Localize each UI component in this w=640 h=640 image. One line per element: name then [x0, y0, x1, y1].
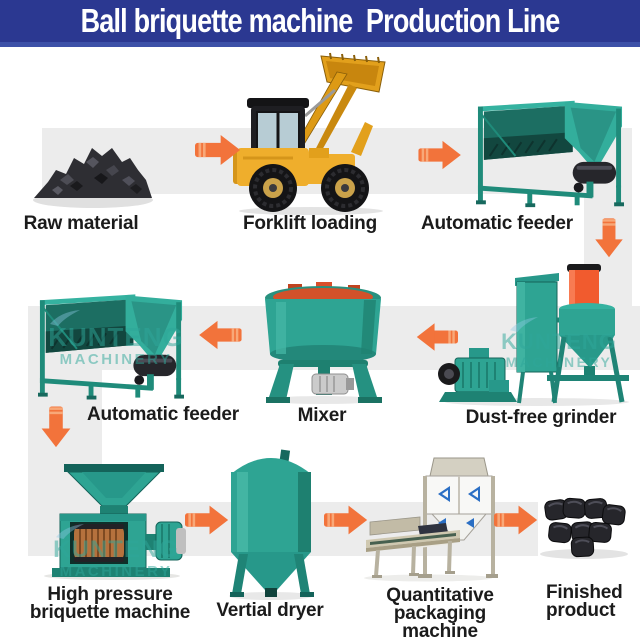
station-raw-material	[30, 118, 156, 210]
station-dust-free-grinder	[437, 262, 633, 407]
watermark-kunteng: KUNTENG MACHINERY	[42, 524, 190, 579]
flow-arrow-right-icon	[418, 140, 462, 170]
flow-arrow-left-icon	[198, 320, 242, 350]
flow-arrow-right-icon	[324, 504, 368, 536]
station-forklift-loading	[233, 52, 393, 215]
label-mixer: Mixer	[297, 405, 347, 426]
page-title: Ball briquette machine Production Line	[80, 2, 561, 39]
label-high-pressure-briquette-machine: High pressure briquette machine	[29, 584, 191, 623]
swoosh-icon	[56, 524, 84, 539]
label-dust-free-grinder: Dust-free grinder	[465, 407, 617, 428]
flow-arrow-left-icon	[416, 322, 458, 352]
finished-product-image	[540, 497, 628, 559]
station-automatic-feeder-1	[476, 98, 624, 208]
flow-arrow-right-icon	[494, 504, 538, 536]
label-quantitative-packaging-machine: Quantitative packaging machine	[386, 585, 494, 640]
swoosh-icon	[510, 317, 538, 332]
watermark-kunteng: KUNTENG MACHINERY	[36, 310, 196, 367]
station-finished-product	[538, 496, 630, 560]
station-vertial-dryer	[222, 440, 320, 600]
label-forklift-loading: Forklift loading	[242, 213, 377, 234]
watermark-kunteng: KUNTENG MACHINERY	[496, 317, 622, 369]
station-mixer	[262, 282, 384, 404]
flow-arrow-right-icon	[185, 504, 229, 536]
raw-material-image	[33, 148, 153, 208]
title-banner-underline	[0, 42, 640, 47]
flow-arrow-down-icon	[38, 404, 74, 448]
label-automatic-feeder-1: Automatic feeder	[420, 213, 573, 234]
label-automatic-feeder-2: Automatic feeder	[86, 404, 239, 425]
swoosh-icon	[50, 310, 80, 326]
packaging-machine-image	[364, 457, 498, 582]
station-quantitative-packaging-machine	[362, 456, 498, 582]
briquette-machine-image	[44, 464, 186, 580]
flow-arrow-right-icon	[195, 134, 241, 166]
label-vertial-dryer: Vertial dryer	[216, 600, 324, 621]
forklift-image	[233, 52, 386, 215]
vertial-dryer-image	[229, 449, 314, 600]
title-banner: Ball briquette machine Production Line	[0, 0, 640, 42]
automatic-feeder-image	[476, 98, 624, 208]
label-finished-product: Finished product	[546, 582, 623, 621]
flow-arrow-down-icon	[590, 216, 628, 258]
mixer-image	[265, 282, 382, 404]
station-high-pressure-briquette-machine	[40, 462, 186, 580]
label-raw-material: Raw material	[23, 213, 139, 234]
dust-free-grinder-image	[438, 264, 629, 406]
